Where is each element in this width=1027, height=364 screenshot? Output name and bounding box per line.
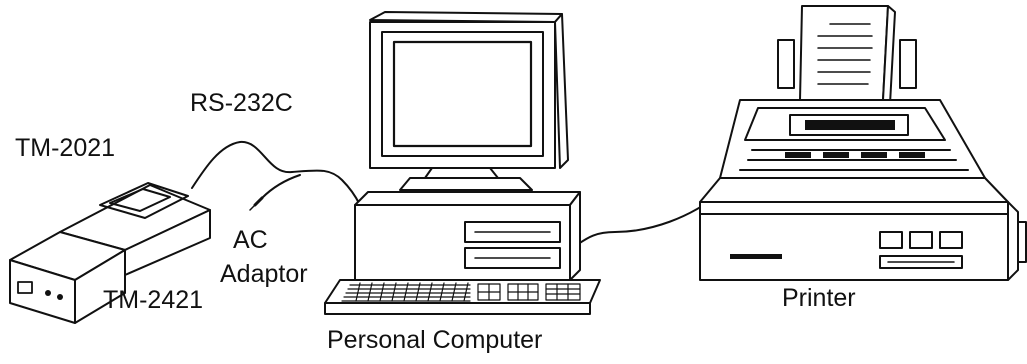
ac-adaptor-plug (250, 175, 300, 210)
rs232c-label: RS-232C (190, 91, 293, 116)
printer-icon (700, 6, 1026, 280)
ac-adaptor-label-line2: Adaptor (220, 262, 308, 287)
tm2421-label: TM-2421 (103, 288, 203, 313)
personal-computer-label: Personal Computer (327, 328, 542, 353)
ac-adaptor-label-line1: AC (233, 228, 268, 253)
rs232c-cable (192, 142, 360, 205)
tm2021-label: TM-2021 (15, 136, 115, 161)
printer-label: Printer (782, 286, 856, 311)
personal-computer-icon (325, 12, 600, 314)
